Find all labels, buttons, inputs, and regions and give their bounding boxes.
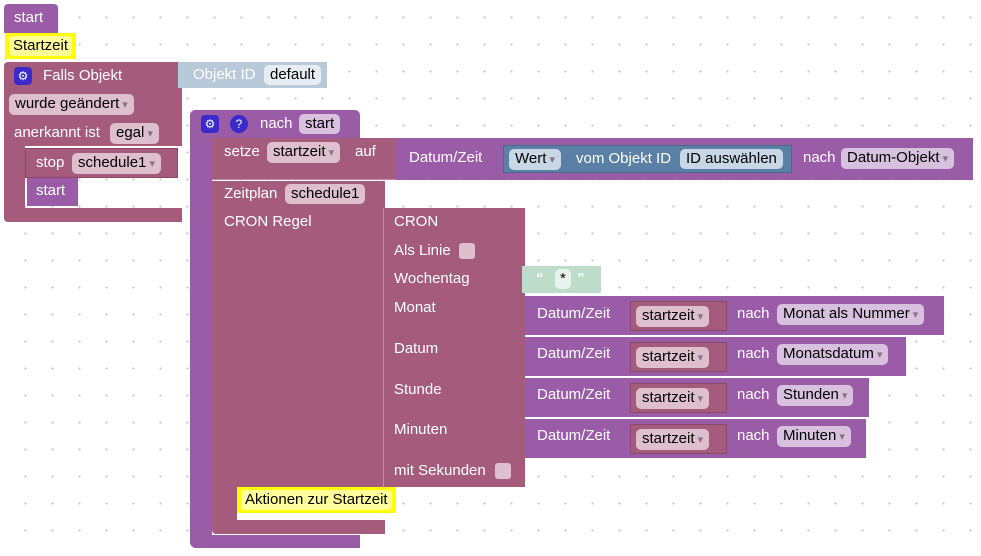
comment-text: Startzeit (9, 36, 73, 56)
objekt-id-block[interactable]: Objekt ID default (178, 62, 327, 88)
nach-block[interactable]: ⚙ ? nach start (190, 110, 360, 138)
condition-dropdown[interactable]: wurde geändert (9, 94, 134, 115)
nach-spine (190, 138, 212, 538)
variable-block[interactable]: startzeit (630, 342, 727, 372)
cron-regel-label: CRON Regel (224, 213, 312, 230)
acknowledged-label: anerkannt ist (14, 124, 100, 141)
help-icon[interactable]: ? (230, 115, 248, 133)
datum-zeit-stunde-block[interactable]: Datum/Zeit startzeit nach Stunden (525, 378, 869, 417)
objekt-id-label: Objekt ID (193, 66, 256, 83)
cron-block[interactable]: CRON Als Linie Wochentag Monat Datum Stu… (383, 208, 525, 487)
format-dropdown[interactable]: Stunden (777, 385, 854, 406)
nach-value-field[interactable]: start (299, 114, 341, 134)
id-select-field[interactable]: ID auswählen (680, 149, 783, 169)
variable-block[interactable]: startzeit (630, 383, 727, 413)
variable-dropdown[interactable]: startzeit (636, 347, 710, 368)
setze-label: setze (224, 143, 260, 160)
nach-bottom (190, 535, 360, 548)
comment-startzeit[interactable]: Startzeit (5, 33, 77, 59)
datum-zeit-minuten-block[interactable]: Datum/Zeit startzeit nach Minuten (525, 419, 866, 458)
datum-zeit-label: Datum/Zeit (537, 345, 611, 362)
nach-label: nach (737, 386, 770, 403)
datum-zeit-label: Datum/Zeit (409, 149, 483, 166)
start-hat-block[interactable]: start (4, 4, 58, 33)
text-string-block[interactable]: “ * ” (522, 266, 601, 293)
start-block[interactable]: start (27, 178, 78, 206)
start-label: start (14, 9, 44, 26)
cron-title: CRON (394, 213, 439, 230)
als-linie-checkbox[interactable] (459, 243, 475, 259)
nach-label: nach (260, 115, 293, 132)
minuten-label: Minuten (394, 421, 448, 438)
datum-label: Datum (394, 340, 439, 357)
zeitplan-name-field[interactable]: schedule1 (285, 184, 366, 204)
stop-label: stop (36, 154, 65, 171)
vom-objekt-label: vom Objekt ID (576, 150, 672, 167)
nach-label: nach (737, 345, 770, 362)
datum-zeit-label: Datum/Zeit (537, 386, 611, 403)
nach-label: nach (737, 427, 770, 444)
wochentag-label: Wochentag (394, 270, 470, 287)
acknowledged-dropdown[interactable]: egal (110, 123, 159, 144)
comment-text: Aktionen zur Startzeit (241, 490, 392, 510)
falls-objekt-spine (4, 146, 25, 212)
quote-close: ” (577, 270, 585, 287)
objekt-id-field[interactable]: default (264, 65, 322, 85)
format-dropdown[interactable]: Monatsdatum (777, 344, 889, 365)
start-block-label: start (36, 182, 66, 199)
format-dropdown[interactable]: Datum-Objekt (841, 148, 955, 169)
datum-zeit-datum-block[interactable]: Datum/Zeit startzeit nach Monatsdatum (525, 337, 906, 376)
variable-block[interactable]: startzeit (630, 301, 727, 331)
setze-block[interactable]: setze startzeit auf (212, 138, 398, 180)
datum-zeit-main-block[interactable]: Datum/Zeit Wert vom Objekt ID ID auswähl… (396, 138, 973, 180)
gear-icon[interactable]: ⚙ (201, 115, 219, 133)
mit-sekunden-label: mit Sekunden (394, 462, 486, 479)
zeitplan-label: Zeitplan (224, 185, 278, 202)
datum-zeit-label: Datum/Zeit (537, 427, 611, 444)
wert-dropdown[interactable]: Wert (509, 149, 561, 170)
monat-label: Monat (394, 299, 436, 316)
wochentag-value-field[interactable]: * (555, 269, 571, 289)
wert-vom-objekt-block[interactable]: Wert vom Objekt ID ID auswählen (503, 145, 792, 173)
stop-block[interactable]: stop schedule1 (25, 148, 178, 178)
zeitplan-spine (212, 487, 237, 522)
zeitplan-bottom (212, 520, 385, 534)
stop-schedule-dropdown[interactable]: schedule1 (72, 153, 161, 174)
mit-sekunden-checkbox[interactable] (495, 463, 511, 479)
quote-open: “ (536, 270, 544, 287)
nach-label: nach (803, 149, 836, 166)
format-dropdown[interactable]: Minuten (777, 426, 851, 447)
variable-dropdown[interactable]: startzeit (636, 388, 710, 409)
stunde-label: Stunde (394, 381, 442, 398)
falls-objekt-label: Falls Objekt (43, 67, 123, 84)
auf-label: auf (355, 143, 376, 160)
comment-aktionen[interactable]: Aktionen zur Startzeit (237, 487, 396, 513)
variable-dropdown[interactable]: startzeit (636, 306, 710, 327)
zeitplan-block[interactable]: Zeitplan schedule1 CRON Regel (212, 181, 385, 487)
format-dropdown[interactable]: Monat als Nummer (777, 304, 925, 325)
datum-zeit-monat-block[interactable]: Datum/Zeit startzeit nach Monat als Numm… (525, 296, 944, 335)
als-linie-label: Als Linie (394, 242, 451, 259)
datum-zeit-label: Datum/Zeit (537, 305, 611, 322)
falls-objekt-block[interactable]: ⚙ Falls Objekt wurde geändert anerkannt … (4, 62, 182, 146)
falls-objekt-bottom (4, 208, 182, 222)
variable-block[interactable]: startzeit (630, 424, 727, 454)
gear-icon[interactable]: ⚙ (14, 67, 32, 85)
nach-label: nach (737, 305, 770, 322)
setze-variable-dropdown[interactable]: startzeit (267, 142, 341, 163)
variable-dropdown[interactable]: startzeit (636, 429, 710, 450)
